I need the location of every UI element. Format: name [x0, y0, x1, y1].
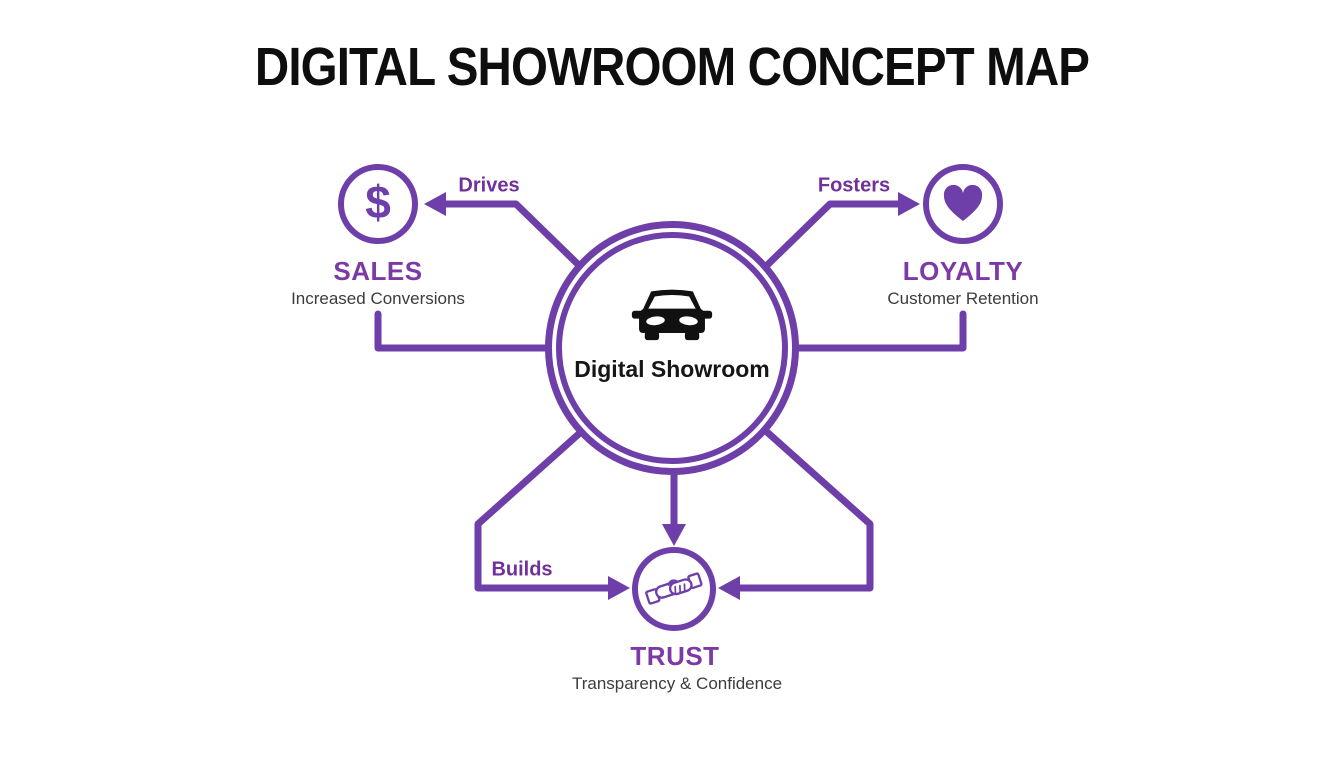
node-digital-showroom: Digital Showroom	[545, 221, 799, 475]
connector-drives	[436, 200, 594, 280]
edge-label-builds: Builds	[491, 558, 553, 581]
arrowhead-trust-right	[718, 576, 740, 600]
arrowhead-fosters	[898, 192, 920, 216]
car-icon	[631, 289, 713, 340]
handshake-icon	[645, 572, 703, 605]
connector-builds	[474, 411, 616, 592]
node-sales-circle: $	[338, 164, 418, 244]
node-trust-circle	[632, 547, 716, 631]
trust-title: TRUST	[630, 641, 720, 671]
digital-showroom-inner-ring: Digital Showroom	[556, 232, 788, 464]
arrowhead-drives	[424, 192, 446, 216]
arrowhead-builds	[608, 576, 630, 600]
edge-label-fosters: Fosters	[817, 174, 891, 197]
heart-icon	[943, 185, 983, 221]
connector-trust-right	[732, 411, 874, 592]
node-loyalty-circle	[923, 164, 1003, 244]
sales-subtitle: Increased Conversions	[291, 289, 465, 308]
loyalty-subtitle: Customer Retention	[887, 289, 1039, 308]
trust-subtitle: Transparency & Confidence	[571, 674, 783, 693]
arrowhead-center-down	[662, 524, 686, 546]
digital-showroom-content: Digital Showroom	[574, 286, 770, 383]
sales-title: SALES	[333, 256, 423, 286]
page-title: DIGITAL SHOWROOM CONCEPT MAP	[254, 37, 1090, 97]
loyalty-title: LOYALTY	[902, 256, 1024, 286]
connector-fosters	[752, 200, 908, 280]
dollar-icon: $	[365, 176, 391, 228]
edge-label-drives: Drives	[458, 174, 520, 197]
digital-showroom-label: Digital Showroom	[574, 355, 770, 382]
